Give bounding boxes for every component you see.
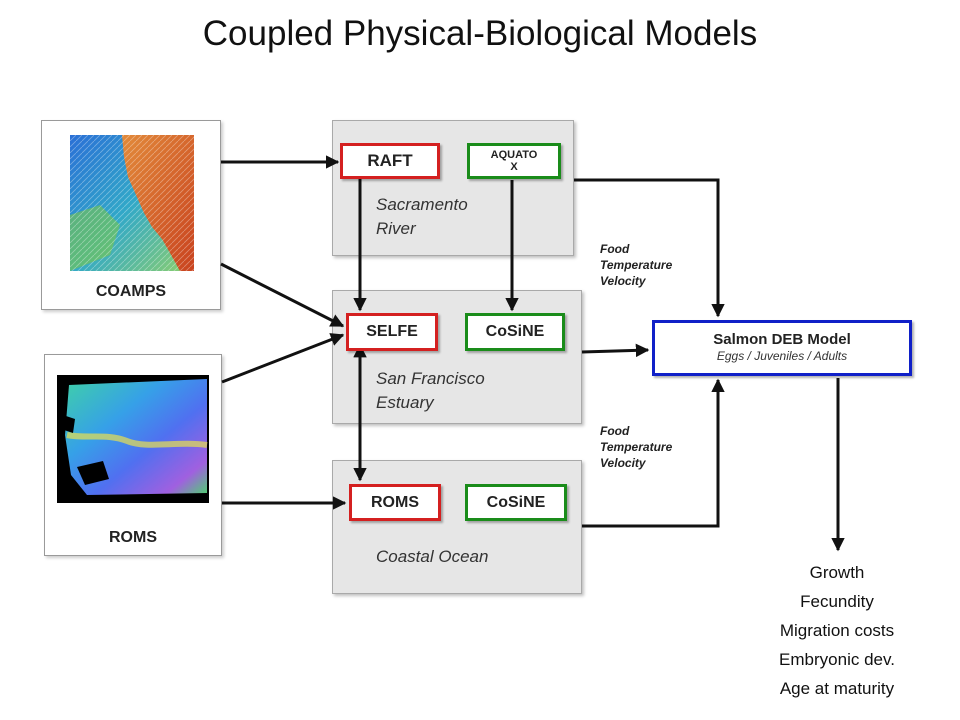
salmon-deb-title: Salmon DEB Model (713, 331, 851, 348)
salmon-deb-subtitle: Eggs / Juveniles / Adults (716, 349, 848, 363)
flux-labels-upper: Food Temperature Velocity (600, 242, 673, 288)
arrow-coastal-salmon (582, 378, 725, 528)
coastal-ocean-label: Coastal Ocean (376, 547, 489, 566)
arrow-coamps-selfe (220, 262, 345, 328)
output-item: Fecundity (800, 592, 874, 611)
page-title: Coupled Physical-Biological Models (202, 14, 758, 53)
outputs-list: Growth Fecundity Migration costs Embryon… (742, 558, 932, 703)
output-item: Migration costs (779, 621, 895, 640)
coamps-panel: COAMPS (41, 120, 221, 310)
coamps-label: COAMPS (95, 283, 167, 300)
sacramento-river-label: Sacramento River (376, 195, 468, 238)
arrow-sacramento-salmon (574, 178, 725, 318)
output-item: Age at maturity (779, 679, 895, 698)
selfe-model-box: SELFE (346, 313, 438, 351)
roms-ocean-image (57, 375, 209, 503)
coastal-ocean-panel (332, 460, 582, 594)
sf-estuary-label: San Francisco Estuary (376, 369, 485, 412)
raft-model-box: RAFT (340, 143, 440, 179)
coamps-map-image (70, 135, 194, 271)
output-item: Growth (809, 563, 865, 582)
roms-model-box: ROMS (349, 484, 441, 521)
cosine-coastal-model-box: CoSiNE (465, 484, 567, 521)
cosine-estuary-model-box: CoSiNE (465, 313, 565, 351)
sf-estuary-panel (332, 290, 582, 424)
salmon-deb-model-box: Salmon DEB Model Eggs / Juveniles / Adul… (652, 320, 912, 376)
arrow-roms-selfe (221, 333, 345, 384)
aquatox-model-box: AQUATO X (467, 143, 561, 179)
arrow-estuary-salmon (581, 343, 650, 358)
sacramento-river-panel (332, 120, 574, 256)
flux-labels-lower: Food Temperature Velocity (600, 424, 673, 470)
roms-image-panel: ROMS (44, 354, 222, 556)
output-item: Embryonic dev. (779, 650, 895, 669)
roms-image-label: ROMS (109, 529, 157, 546)
